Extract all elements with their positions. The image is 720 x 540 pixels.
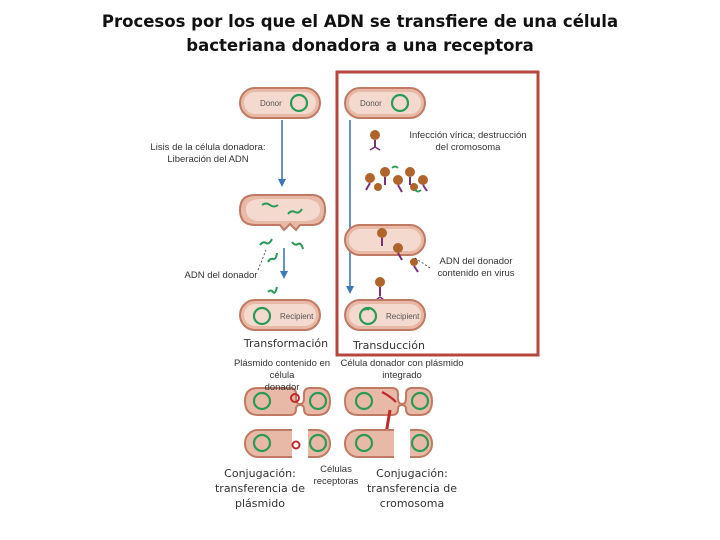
receptor-line-2: receptoras: [313, 476, 359, 487]
page-title: Procesos por los que el ADN se transfier…: [0, 10, 720, 58]
donor-label-right: Donor: [360, 99, 382, 108]
conjugation-plasmid-label: Conjugación: transferencia de plásmido: [212, 466, 308, 511]
lysis-label-line-1: Lisis de la célula donadora:: [150, 142, 266, 153]
released-dna-fragment: [267, 286, 278, 294]
recipient-label-left: Recipient: [280, 312, 314, 321]
integrated-plasmid-label: Célula donador con plásmido integrado: [340, 358, 464, 382]
plasmid-donor-label: Plásmido contenido en célula donador: [222, 358, 342, 394]
lysis-label-line-2: Liberación del ADN: [167, 154, 249, 165]
transformation-heading: Transformación: [243, 337, 329, 350]
viral-infection-line-2: del cromosoma: [435, 142, 501, 153]
released-dna-fragment: [259, 238, 273, 246]
title-line-1: Procesos por los que el ADN se transfier…: [101, 12, 619, 31]
donor-cell-right: Donor: [344, 87, 426, 119]
receptor-line-1: Células: [320, 464, 352, 475]
conj-chrom-line-2: transferencia de: [366, 482, 458, 495]
conjugation-plasmid-cells: [243, 387, 332, 459]
virus-dna-line-2: contenido en virus: [437, 268, 515, 279]
conj-chrom-line-3: cromosoma: [379, 497, 445, 510]
recipient-cell-left: Recipient: [239, 299, 321, 331]
conj-plasmid-line-3: plásmido: [235, 497, 285, 510]
integrated-plasmid-line-1: Célula donador con plásmido: [340, 358, 464, 369]
donor-dna-label: ADN del donador: [184, 270, 258, 281]
transducing-phage-icon: [375, 277, 385, 301]
integrated-plasmid-line-2: integrado: [382, 370, 422, 381]
lysis-label: Lisis de la célula donadora: Liberación …: [148, 142, 268, 166]
virus-dna-pointer: [414, 257, 431, 269]
virus-dna-label: ADN del donador contenido en virus: [426, 256, 526, 280]
transduction-highlight-box: [335, 70, 540, 357]
donor-label-left: Donor: [260, 99, 282, 108]
lysed-donor-cell: [238, 194, 327, 232]
infected-recipient-cell: [344, 224, 426, 273]
conj-plasmid-line-2: transferencia de: [214, 482, 306, 495]
bacteriophage-icon: [369, 130, 381, 151]
released-dna-fragment: [291, 241, 304, 250]
viral-infection-line-1: Infección vírica; destrucción: [409, 130, 527, 141]
conjugation-chromosome-cells: [343, 387, 434, 459]
released-dna-fragment: [267, 252, 278, 263]
transduction-heading: Transducción: [353, 339, 425, 352]
conj-chrom-line-1: Conjugación:: [376, 467, 448, 480]
conj-plasmid-line-1: Conjugación:: [224, 467, 296, 480]
donor-dna-pointer: [257, 249, 267, 271]
plasmid-donor-line-2: donador: [264, 382, 300, 393]
phage-cluster-icon: [365, 165, 428, 193]
recipient-cell-right: Recipient: [344, 299, 426, 331]
plasmid-donor-line-1: Plásmido contenido en célula: [233, 358, 331, 381]
viral-infection-label: Infección vírica; destrucción del cromos…: [398, 130, 538, 154]
donor-cell-left: Donor: [239, 87, 321, 119]
conjugation-chromosome-label: Conjugación: transferencia de cromosoma: [362, 466, 462, 511]
recipient-label-right: Recipient: [386, 312, 420, 321]
receptor-cells-label: Células receptoras: [306, 464, 366, 488]
virus-dna-line-1: ADN del donador: [439, 256, 513, 267]
title-line-2: bacteriana donadora a una receptora: [186, 36, 534, 55]
